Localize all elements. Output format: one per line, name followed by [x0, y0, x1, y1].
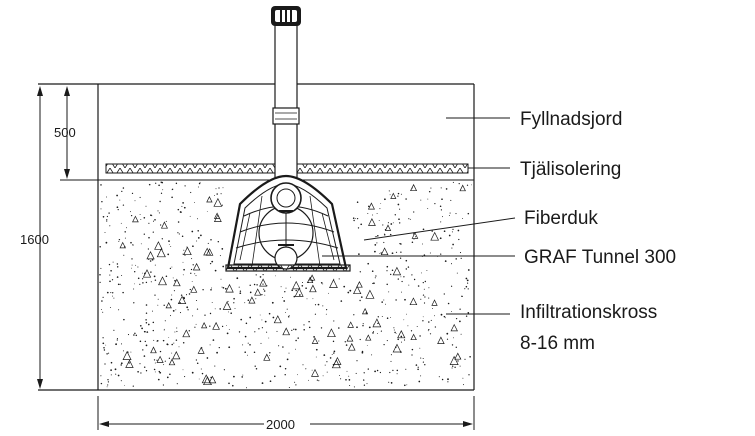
- infiltration-gravel-fill: [99, 181, 472, 389]
- vent-cap-icon: [271, 6, 301, 26]
- leader-geotextile: [363, 217, 516, 241]
- dimension-total-depth-label: 1600: [20, 232, 49, 247]
- label-tunnel: GRAF Tunnel 300: [524, 247, 676, 268]
- label-infiltration-line2: 8-16 mm: [520, 333, 595, 354]
- dimension-cover-depth: [64, 86, 70, 179]
- vent-pipe: [272, 19, 300, 181]
- dimension-cover-depth-label: 500: [54, 125, 76, 140]
- label-frost-insulation: Tjälisolering: [520, 159, 621, 180]
- label-fill-soil: Fyllnadsjord: [520, 109, 622, 130]
- graf-tunnel-300: [225, 174, 351, 272]
- dimension-width-label: 2000: [266, 417, 295, 432]
- label-geotextile: Fiberduk: [524, 208, 598, 229]
- label-infiltration-line1: Infiltrationskross: [520, 302, 657, 323]
- dimension-width: [97, 396, 475, 430]
- dimension-total-depth: [37, 86, 43, 389]
